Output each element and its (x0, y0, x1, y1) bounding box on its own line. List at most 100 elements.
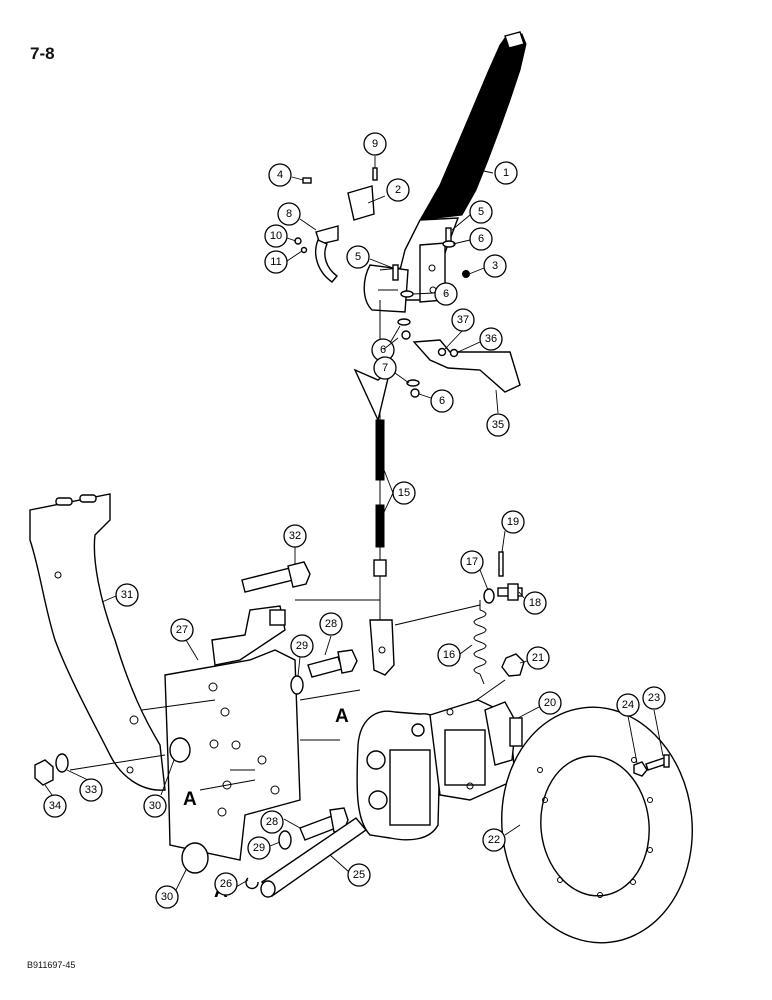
callout: 23 (642, 686, 666, 757)
callout: 30 (143, 759, 175, 818)
brake-caliper (356, 699, 523, 841)
svg-text:37: 37 (457, 314, 469, 326)
callout: 6 (418, 389, 454, 413)
svg-text:30: 30 (161, 891, 173, 903)
callout: 36 (457, 327, 503, 353)
svg-text:32: 32 (289, 530, 301, 542)
svg-text:29: 29 (296, 640, 308, 652)
svg-text:16: 16 (443, 649, 455, 661)
svg-text:24: 24 (622, 699, 634, 711)
svg-text:23: 23 (648, 692, 660, 704)
svg-text:27: 27 (176, 624, 188, 636)
lever-mount-bracket (412, 339, 521, 393)
callout: 21 (519, 646, 550, 670)
svg-text:33: 33 (85, 784, 97, 796)
svg-text:35: 35 (492, 419, 504, 431)
bolt-middle (290, 649, 358, 695)
svg-text:26: 26 (220, 878, 232, 890)
callout: 28 (319, 612, 343, 656)
callout: 10 (264, 224, 297, 248)
svg-text:22: 22 (488, 834, 500, 846)
section-label-a: A (183, 789, 197, 810)
callout: 5 (451, 200, 493, 231)
callout: 35 (486, 389, 510, 437)
callout: 19 (501, 510, 525, 553)
bolt-lower (278, 807, 349, 850)
svg-text:20: 20 (544, 697, 556, 709)
svg-text:11: 11 (270, 256, 281, 268)
svg-text:7: 7 (382, 362, 388, 374)
brake-cable (369, 419, 395, 676)
svg-text:21: 21 (532, 652, 544, 664)
page-number: 7-8 (30, 44, 55, 63)
disc-bolt (633, 754, 670, 777)
svg-text:6: 6 (380, 344, 386, 356)
callout: 26 (214, 872, 249, 896)
callout: 17 (460, 550, 489, 591)
svg-text:28: 28 (266, 816, 278, 828)
svg-text:30: 30 (149, 800, 161, 812)
brake-lever-handle (419, 31, 527, 221)
pedal-arm-hardware (34, 753, 69, 786)
callout: 5 (346, 245, 394, 269)
callout: 37 (444, 308, 475, 350)
section-label-a: A (335, 706, 349, 727)
svg-text:29: 29 (253, 842, 265, 854)
callout: 31 (101, 583, 139, 607)
callout: 29 (290, 634, 314, 677)
pawl-bracket (347, 185, 375, 221)
svg-text:3: 3 (492, 260, 498, 272)
callout (383, 337, 399, 350)
svg-text:36: 36 (485, 333, 497, 345)
svg-text:10: 10 (270, 230, 282, 242)
callout: 7 (373, 356, 410, 384)
svg-text:8: 8 (286, 208, 292, 220)
callout: 6 (452, 227, 493, 251)
callout: 18 (518, 591, 547, 615)
callout: 30 (155, 869, 187, 909)
ratchet-pawl (314, 225, 339, 283)
svg-text:6: 6 (439, 395, 445, 407)
svg-text:6: 6 (478, 233, 484, 245)
svg-text:31: 31 (121, 589, 133, 601)
callout: 33 (66, 769, 103, 802)
return-spring (473, 600, 487, 685)
svg-text:17: 17 (466, 556, 478, 568)
callout: 29 (247, 836, 281, 860)
bolts-and-washers (241, 561, 368, 898)
svg-text:19: 19 (507, 516, 519, 528)
callout: 15 (383, 469, 416, 513)
callout: 28 (260, 810, 301, 834)
svg-text:18: 18 (529, 597, 541, 609)
svg-text:9: 9 (372, 138, 378, 150)
callout: 22 (482, 824, 521, 852)
callout: 2 (367, 178, 410, 204)
svg-text:2: 2 (395, 184, 401, 196)
callout: 3 (468, 254, 507, 278)
callout: 9 (363, 132, 387, 168)
callout: 32 (283, 524, 307, 565)
pedal-arm (29, 493, 166, 791)
callout: 20 (517, 691, 562, 719)
callout: 4 (268, 163, 304, 187)
bolt-upper (241, 561, 311, 593)
callout: 11 (264, 250, 303, 274)
svg-text:5: 5 (355, 251, 361, 263)
callout: 16 (437, 643, 473, 667)
svg-text:34: 34 (49, 800, 61, 812)
assembly-lines (69, 599, 506, 791)
callout: 6 (371, 325, 401, 362)
svg-text:28: 28 (325, 618, 337, 630)
callout: 34 (43, 784, 67, 818)
svg-text:5: 5 (478, 206, 484, 218)
callout: 27 (170, 618, 199, 661)
svg-text:25: 25 (353, 869, 365, 881)
clevis-pin-hardware (483, 551, 525, 677)
mounting-plate (164, 605, 301, 874)
callout: 24 (616, 693, 640, 764)
svg-text:1: 1 (503, 167, 509, 179)
svg-text:15: 15 (398, 487, 410, 499)
callout: 1 (469, 161, 518, 185)
callout: 8 (277, 202, 317, 231)
